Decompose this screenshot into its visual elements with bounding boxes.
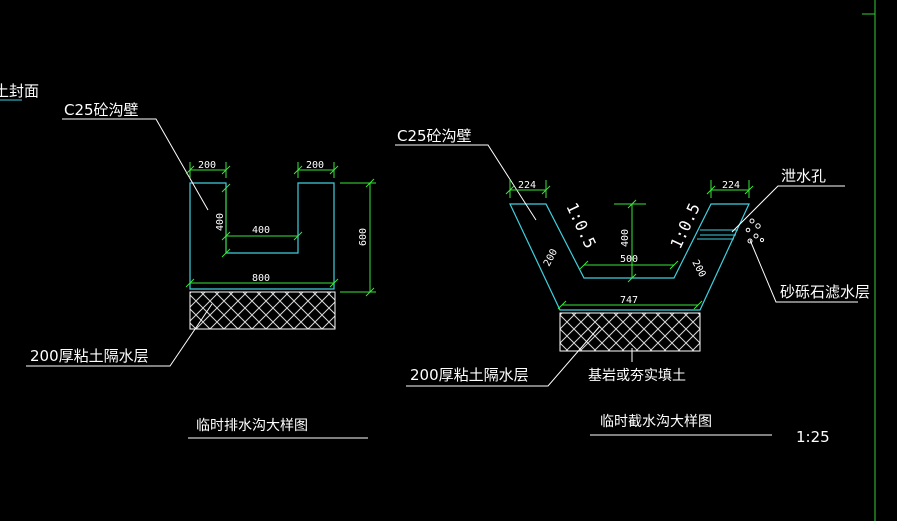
dim-wall-left: 200 — [198, 160, 216, 171]
barrier-leader — [406, 325, 601, 387]
wall-leader — [395, 144, 537, 221]
dim-inner-depth: 400 — [215, 213, 226, 231]
barrier-leader — [26, 303, 213, 367]
intercepting-ditch-detail: C25砼沟壁 224 224 1:0.5 1:0.5 — [395, 127, 870, 436]
partial-label: 土封面 — [0, 82, 39, 100]
weep-hole-leader — [731, 185, 845, 233]
wall-label: C25砼沟壁 — [64, 101, 139, 119]
fill-hatch — [559, 312, 701, 352]
barrier-label: 200厚粘土隔水层 — [410, 366, 529, 384]
dim-top-right: 224 — [722, 180, 740, 191]
dimension-lines — [185, 162, 376, 297]
clay-barrier-hatch — [189, 291, 336, 330]
drawing-title: 临时截水沟大样图 — [600, 414, 712, 430]
drainage-ditch-detail: C25砼沟壁 200 200 — [26, 101, 376, 439]
dim-total-width: 800 — [252, 273, 270, 284]
scale-label: 1:25 — [796, 428, 830, 446]
dim-wall-right: 200 — [689, 258, 707, 279]
wall-leader — [62, 118, 209, 211]
dim-base-width: 747 — [620, 295, 638, 306]
barrier-label: 200厚粘土隔水层 — [30, 347, 149, 365]
dim-slope-left: 1:0.5 — [562, 200, 600, 252]
dim-top-left: 224 — [518, 180, 536, 191]
dim-total-height: 600 — [358, 228, 369, 246]
wall-label: C25砼沟壁 — [397, 127, 472, 145]
dim-inner-width: 400 — [252, 225, 270, 236]
fill-label: 基岩或夯实填土 — [588, 367, 686, 384]
gravel-filter — [745, 218, 765, 244]
dim-slope-right: 1:0.5 — [666, 200, 704, 252]
dim-wall-left: 200 — [542, 247, 560, 268]
trapezoid-channel-outline — [509, 203, 750, 311]
filter-label: 砂砾石滤水层 — [780, 283, 870, 301]
weep-holes — [697, 229, 738, 240]
drawing-title: 临时排水沟大样图 — [196, 418, 308, 434]
dim-depth: 400 — [620, 229, 631, 247]
dimension-lines — [505, 180, 754, 310]
filter-leader — [749, 239, 858, 303]
dim-bottom-width: 500 — [620, 254, 638, 265]
dim-wall-right: 200 — [306, 160, 324, 171]
weep-hole-label: 泄水孔 — [781, 167, 826, 185]
